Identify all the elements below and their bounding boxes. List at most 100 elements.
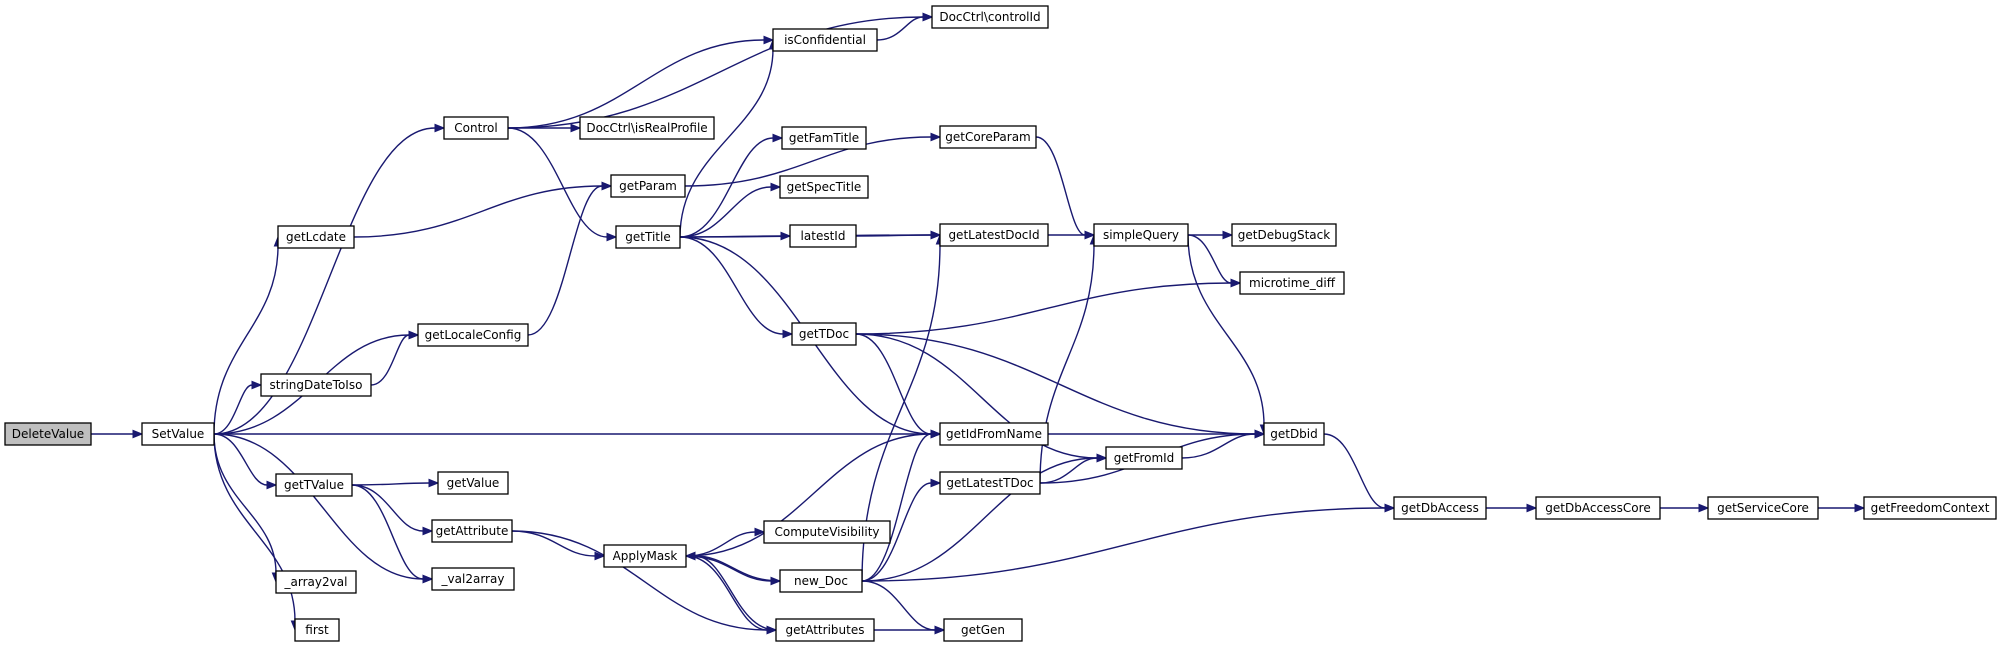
edge-gettvalue-to-val2array <box>351 484 434 584</box>
node-getgen[interactable]: getGen <box>943 618 1023 642</box>
node-box <box>939 422 1049 446</box>
node-getidfromname[interactable]: getIdFromName <box>939 422 1049 446</box>
edge-gettitle-to-gettdoc <box>679 236 794 339</box>
arrowhead-icon <box>1222 230 1234 240</box>
node-box <box>1535 496 1661 520</box>
edge-getattributes-to-applymask <box>684 551 777 631</box>
node-setvalue[interactable]: SetValue <box>141 422 215 446</box>
node-val2array[interactable]: _val2array <box>431 567 515 591</box>
node-getlocaleconfig[interactable]: getLocaleConfig <box>417 323 529 347</box>
edge-line <box>511 530 596 557</box>
edge-stringdatetoiso-to-getlocaleconfig <box>370 330 420 386</box>
edge-new-doc-to-getgen <box>861 580 946 635</box>
node-getdbaccesscore[interactable]: getDbAccessCore <box>1535 496 1661 520</box>
node-label: getValue <box>447 476 500 490</box>
node-box <box>939 471 1041 495</box>
arrowhead-icon <box>1384 503 1396 513</box>
node-label: first <box>305 623 329 637</box>
node-box <box>1863 496 1997 520</box>
node-getcoreparam[interactable]: getCoreParam <box>939 125 1037 149</box>
node-control[interactable]: Control <box>443 116 509 140</box>
node-getlcdate[interactable]: getLcdate <box>277 225 355 249</box>
arrowhead-icon <box>434 123 446 133</box>
node-new-doc[interactable]: new_Doc <box>779 569 863 593</box>
node-box <box>275 473 353 497</box>
node-getattribute[interactable]: getAttribute <box>431 519 513 543</box>
edge-line <box>861 457 1098 582</box>
node-deletevalue[interactable]: DeleteValue <box>4 422 92 446</box>
node-getdbid[interactable]: getDbid <box>1263 422 1325 446</box>
node-docctrl-controlid[interactable]: DocCtrl\controlId <box>931 5 1049 29</box>
arrowhead-icon <box>684 551 696 561</box>
edge-line <box>507 16 924 129</box>
node-microtime-diff[interactable]: microtime_diff <box>1239 271 1345 295</box>
edge-line <box>679 186 772 238</box>
arrowhead-icon <box>1698 503 1710 513</box>
edge-line <box>353 185 603 238</box>
node-simplequery[interactable]: simpleQuery <box>1093 223 1189 247</box>
node-getfreedomcontext[interactable]: getFreedomContext <box>1863 496 1997 520</box>
edge-control-to-isconfidential <box>507 35 775 129</box>
node-box <box>1105 446 1183 470</box>
node-getfamtitle[interactable]: getFamTitle <box>781 126 867 150</box>
edge-setvalue-to-array2val <box>213 433 281 584</box>
edge-gettdoc-to-microtime-diff <box>855 278 1242 335</box>
edge-getlatestdocid-to-simplequery <box>1048 230 1096 240</box>
edge-getattribute-to-applymask <box>511 530 606 561</box>
node-box <box>443 116 509 140</box>
node-latestid[interactable]: latestId <box>789 224 857 248</box>
node-first[interactable]: first <box>294 618 340 642</box>
node-gettvalue[interactable]: getTValue <box>275 473 353 497</box>
arrowhead-icon <box>422 526 434 536</box>
edge-line <box>351 484 424 532</box>
node-getfromid[interactable]: getFromId <box>1105 446 1183 470</box>
node-box <box>615 225 681 249</box>
node-label: DeleteValue <box>12 427 84 441</box>
node-gettitle[interactable]: getTitle <box>615 225 681 249</box>
node-applymask[interactable]: ApplyMask <box>603 544 687 568</box>
edge-line <box>684 136 932 187</box>
node-label: isConfidential <box>784 33 866 47</box>
edge-applymask-to-computevisibility <box>685 527 766 557</box>
edge-new-doc-to-getidfromname <box>861 429 942 582</box>
edge-line <box>1187 234 1265 426</box>
node-box <box>417 323 529 347</box>
node-getspectitle[interactable]: getSpecTitle <box>779 175 869 199</box>
node-getvalue[interactable]: getValue <box>437 471 509 495</box>
node-getdbaccess[interactable]: getDbAccess <box>1393 496 1487 520</box>
node-label: getTDoc <box>799 327 849 341</box>
node-label: ComputeVisibility <box>774 525 879 539</box>
node-computevisibility[interactable]: ComputeVisibility <box>763 520 891 544</box>
edge-getidfromname-to-getdbid <box>1048 429 1266 439</box>
node-box <box>141 422 215 446</box>
edge-line <box>1323 433 1386 509</box>
edge-line <box>861 482 932 582</box>
node-label: _array2val <box>284 575 348 589</box>
node-label: getIdFromName <box>946 427 1042 441</box>
node-array2val[interactable]: _array2val <box>275 570 357 594</box>
node-docctrl-isrealprofile[interactable]: DocCtrl\isRealProfile <box>579 116 715 140</box>
node-label: new_Doc <box>794 574 848 588</box>
edge-line <box>685 555 772 582</box>
arrowhead-icon <box>1230 278 1242 288</box>
edge-getlatesttdoc-to-simplequery <box>1039 233 1099 484</box>
node-getlatesttdoc[interactable]: getLatestTDoc <box>939 471 1041 495</box>
node-box <box>939 223 1049 247</box>
node-getparam[interactable]: getParam <box>610 174 686 198</box>
node-getservicecore[interactable]: getServiceCore <box>1707 496 1819 520</box>
edge-line <box>507 39 765 129</box>
node-box <box>1239 271 1345 295</box>
node-isconfidential[interactable]: isConfidential <box>772 28 878 52</box>
edge-line <box>855 333 1256 435</box>
node-gettdoc[interactable]: getTDoc <box>791 322 857 346</box>
node-getattributes[interactable]: getAttributes <box>775 618 875 642</box>
arrowhead-icon <box>422 574 434 584</box>
edge-line <box>855 282 1232 335</box>
node-box <box>781 126 867 150</box>
edge-gettdoc-to-getdbid <box>855 333 1266 439</box>
node-stringdatetoiso[interactable]: stringDateToIso <box>260 373 372 397</box>
node-getlatestdocid[interactable]: getLatestDocId <box>939 223 1049 247</box>
node-getdebugstack[interactable]: getDebugStack <box>1231 223 1337 247</box>
edge-line <box>876 16 924 41</box>
